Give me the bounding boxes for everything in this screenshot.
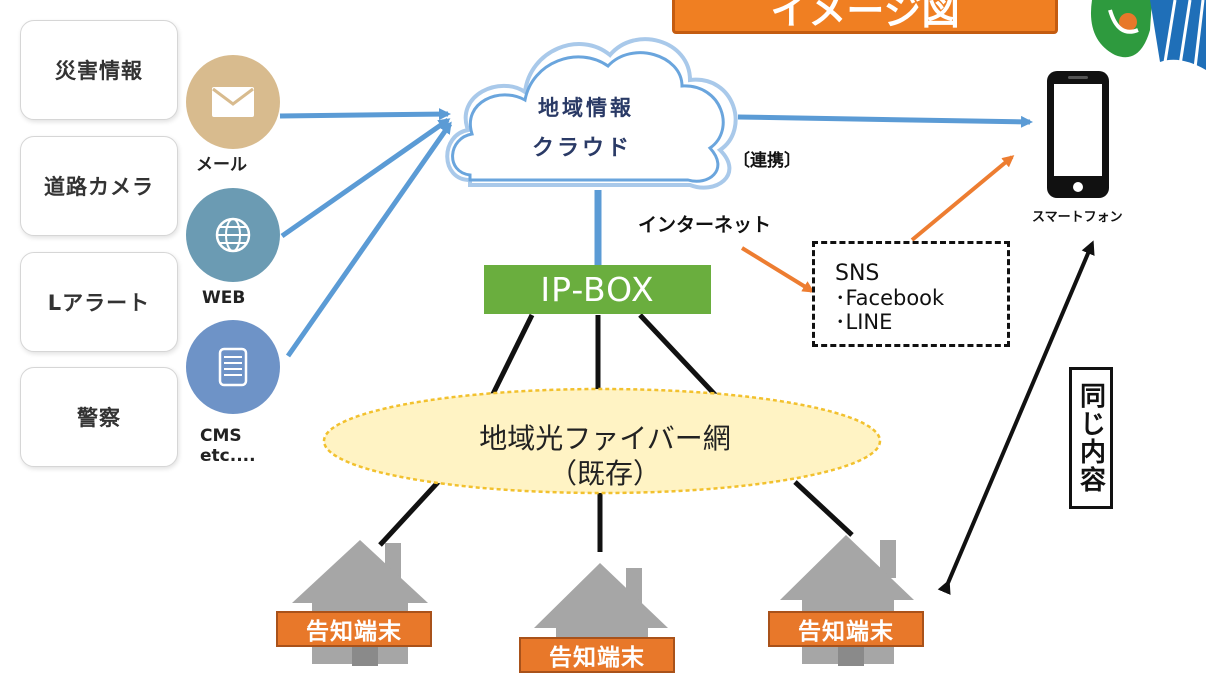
fiber-label-line1: 地域光ファイバー網 [479,422,731,455]
web-to-cloud-arrow [280,117,451,239]
logo-icon [1090,0,1206,70]
mail-to-cloud-arrow [279,108,451,121]
smartphone-label: スマートフォン [1032,210,1123,225]
database-icon [218,347,248,387]
same-content-box: 同じ内容 [1069,367,1113,509]
fiber-network-ellipse [322,387,882,495]
cms-channel [186,320,280,414]
web-channel [186,188,280,282]
sns-title: SNS [835,261,880,286]
fiber-label-line2: （既存） [548,457,661,490]
cms-label: CMS etc.... [200,426,256,467]
terminal-label-1: 告知端末 [276,611,432,647]
cms-to-cloud-arrow [285,121,453,358]
source-label: 災害情報 [55,59,143,83]
source-box-l-alert: Lアラート [20,252,178,352]
source-box-disaster: 災害情報 [20,20,178,120]
mail-channel [186,55,280,149]
house-1-icon [292,540,428,666]
ipbox: IP-BOX [484,265,711,314]
same-content-label: 同じ内容 [1075,382,1106,494]
source-label: Lアラート [47,291,151,315]
terminal-label-2: 告知端末 [519,637,675,673]
source-label: 道路カメラ [44,175,154,199]
sns-box: SNS ･Facebook ･LINE [812,241,1010,347]
same-content-arrow [937,240,1095,595]
cloud-shape [445,37,738,190]
source-label: 警察 [77,406,121,430]
sns-item-facebook: ･Facebook [835,286,945,310]
cloud-label-line1: 地域情報 [538,96,634,120]
cloud-to-phone-arrow [737,114,1033,128]
cloud-label-line2: クラウド [532,136,633,161]
internet-to-sns-arrow [740,246,815,293]
mail-label: メール [196,155,247,175]
globe-icon [215,217,251,253]
title-banner: イメージ図 [672,0,1058,34]
source-box-road-camera: 道路カメラ [20,136,178,236]
web-label: WEB [202,288,246,308]
page-title: イメージ図 [770,0,960,33]
mail-icon [212,87,254,117]
internet-label: インターネット [638,214,772,236]
sns-item-line: ･LINE [835,310,893,334]
smartphone-icon [1047,71,1109,198]
link-label: 〔連携〕 [733,151,801,171]
terminal-label-3: 告知端末 [768,611,924,647]
source-box-police: 警察 [20,367,178,467]
sns-to-phone-arrow [910,155,1015,242]
ipbox-label: IP-BOX [540,270,655,309]
